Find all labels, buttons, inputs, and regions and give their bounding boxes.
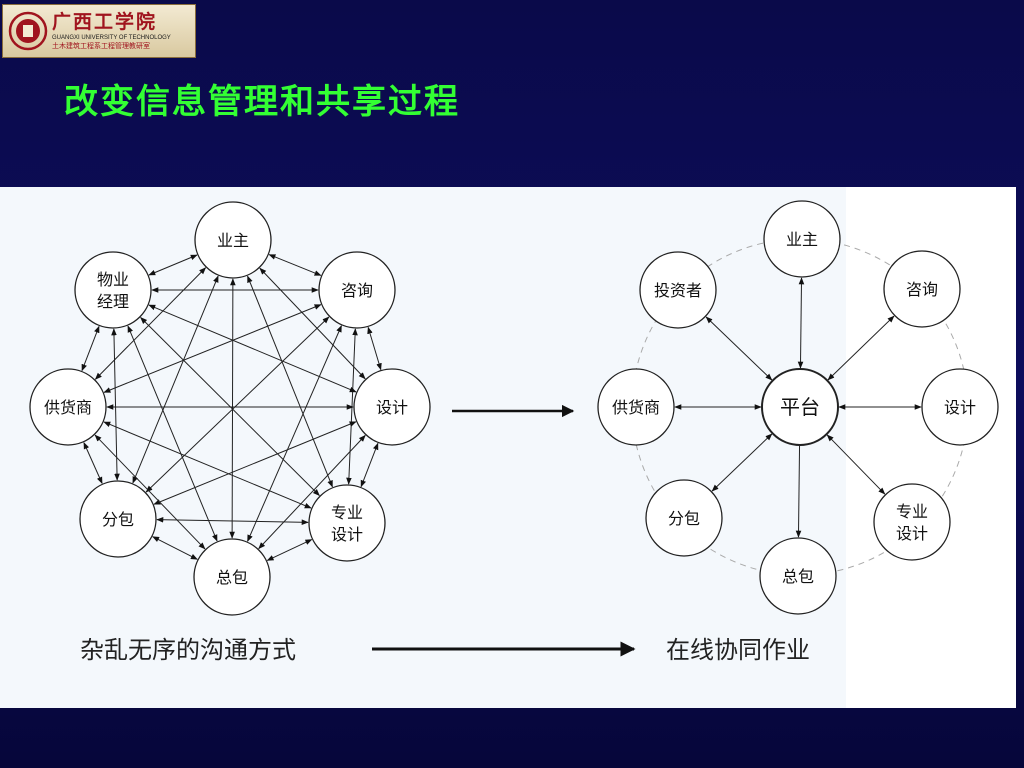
right-node-label-consult: 咨询 bbox=[906, 280, 938, 299]
link-consult-design bbox=[367, 326, 382, 371]
platform-node bbox=[761, 368, 839, 446]
logo-english-name: GUANGXI UNIVERSITY OF TECHNOLOGY bbox=[52, 34, 171, 41]
right-node-label-special_design: 专业设计 bbox=[896, 502, 928, 543]
right-node-label-owner: 业主 bbox=[786, 230, 818, 249]
left-node-label-consult: 咨询 bbox=[341, 281, 373, 300]
caption-disorderly-communication: 杂乱无序的沟通方式 bbox=[80, 636, 296, 664]
left-node-property bbox=[74, 251, 152, 329]
left-node-label-design: 设计 bbox=[376, 398, 408, 417]
spoke-owner bbox=[797, 277, 805, 369]
right-node-supplier bbox=[597, 368, 675, 446]
left-node-sub bbox=[79, 480, 157, 558]
link-general-property bbox=[127, 325, 218, 542]
spoke-special_design bbox=[826, 434, 886, 495]
right-node-label-design: 设计 bbox=[944, 398, 976, 417]
left-node-label-property: 物业经理 bbox=[97, 270, 129, 311]
logo-department: 土木建筑工程系工程管理教研室 bbox=[52, 41, 150, 50]
link-general-sub bbox=[152, 536, 198, 560]
link-design-special_design bbox=[360, 442, 379, 488]
left-node-consult bbox=[318, 251, 396, 329]
left-node-label-owner: 业主 bbox=[217, 231, 249, 250]
right-node-label-sub: 分包 bbox=[668, 509, 700, 528]
link-owner-special_design bbox=[247, 275, 333, 488]
right-node-consult bbox=[883, 250, 961, 328]
link-owner-property bbox=[148, 254, 198, 276]
right-node-investor bbox=[639, 251, 717, 329]
logo-chinese-name: 广西工学院 bbox=[52, 10, 158, 33]
right-node-owner bbox=[763, 200, 841, 278]
left-node-owner bbox=[194, 201, 272, 279]
left-node-design bbox=[353, 368, 431, 446]
left-node-general bbox=[193, 538, 271, 616]
right-node-design bbox=[921, 368, 999, 446]
university-seal-icon bbox=[8, 11, 48, 51]
left-node-label-special_design: 专业设计 bbox=[331, 503, 363, 544]
right-node-general bbox=[759, 537, 837, 615]
university-logo: 广西工学院 GUANGXI UNIVERSITY OF TECHNOLOGY 土… bbox=[2, 4, 196, 58]
right-node-special_design bbox=[873, 483, 951, 561]
spoke-consult bbox=[827, 315, 895, 381]
link-sub-supplier bbox=[83, 441, 103, 485]
spoke-general bbox=[795, 445, 802, 538]
slide-title: 改变信息管理和共享过程 bbox=[64, 82, 460, 122]
right-node-label-supplier: 供货商 bbox=[612, 398, 660, 417]
left-node-supplier bbox=[29, 368, 107, 446]
spoke-sub bbox=[711, 433, 773, 492]
caption-online-collaboration: 在线协同作业 bbox=[666, 636, 810, 664]
left-node-special_design bbox=[308, 484, 386, 562]
link-consult-sub bbox=[145, 316, 330, 493]
right-node-sub bbox=[645, 479, 723, 557]
left-node-label-sub: 分包 bbox=[102, 510, 134, 529]
link-sub-property bbox=[111, 328, 120, 481]
left-node-label-general: 总包 bbox=[216, 568, 248, 587]
link-supplier-property bbox=[81, 325, 100, 372]
link-special_design-general bbox=[266, 539, 313, 561]
left-node-label-supplier: 供货商 bbox=[44, 398, 92, 417]
link-owner-consult bbox=[268, 254, 322, 276]
platform-label: 平台 bbox=[780, 395, 820, 419]
right-node-label-investor: 投资者 bbox=[654, 281, 702, 300]
right-node-label-general: 总包 bbox=[782, 567, 814, 586]
spoke-investor bbox=[705, 316, 773, 381]
link-design-property bbox=[148, 304, 357, 393]
